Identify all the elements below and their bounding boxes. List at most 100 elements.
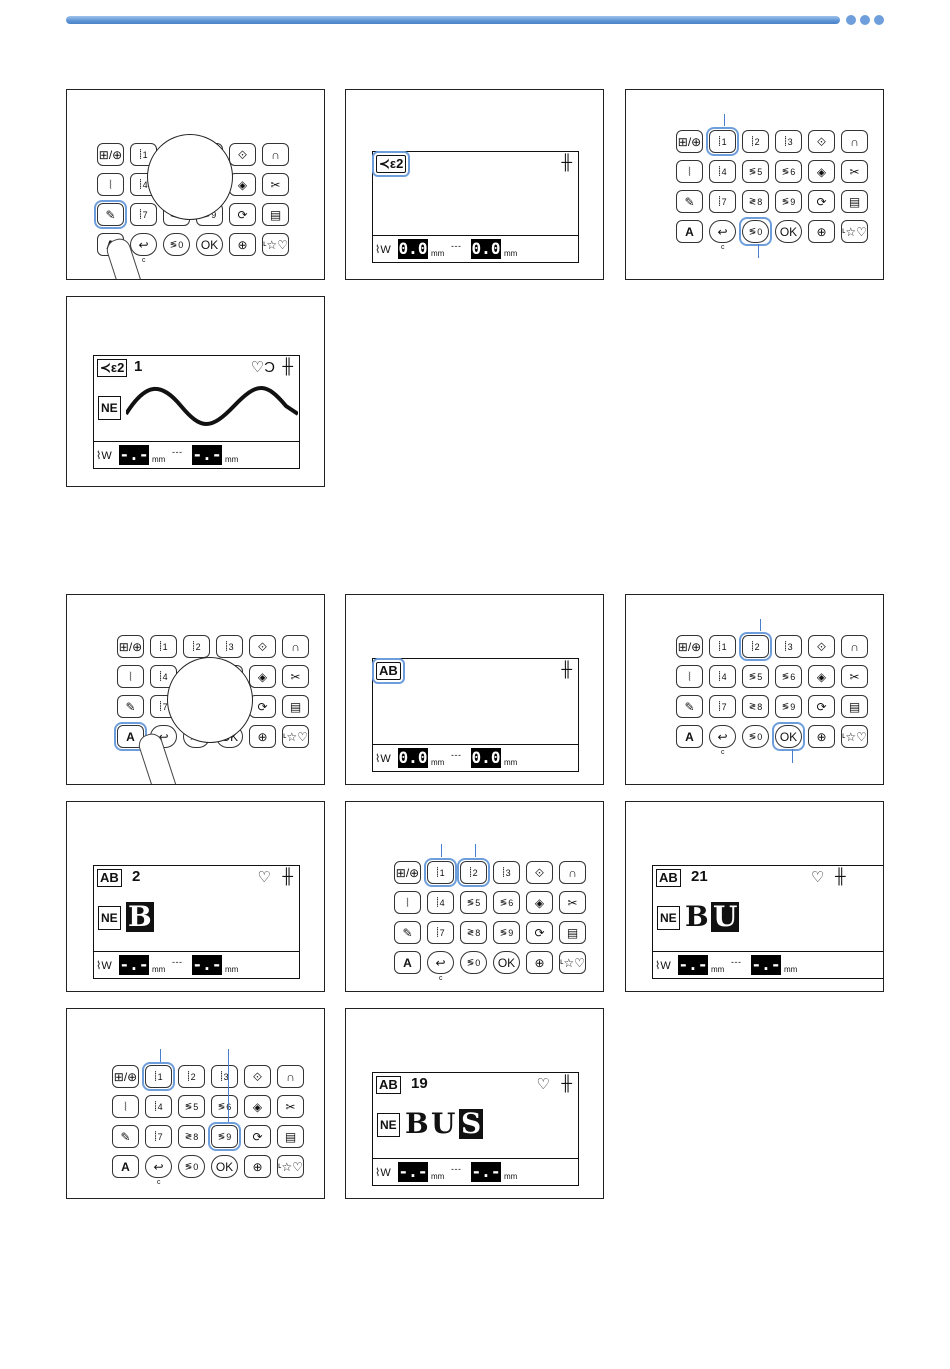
tie-key[interactable]: ⊕ bbox=[229, 233, 256, 256]
ok-key[interactable]: OK bbox=[196, 233, 223, 256]
key-2[interactable]: ⸽2 bbox=[739, 632, 772, 661]
key-1[interactable]: ⸽1 bbox=[709, 635, 736, 658]
key-6[interactable]: ≶6 bbox=[775, 160, 802, 183]
reverse-key[interactable]: ∩ bbox=[262, 143, 289, 166]
key-7[interactable]: ⸽7 bbox=[709, 190, 736, 213]
key-4[interactable]: ⸽4 bbox=[145, 1095, 172, 1118]
repeat-key[interactable]: ⟳ bbox=[808, 190, 835, 213]
key-4[interactable]: ⸽4 bbox=[709, 665, 736, 688]
needle-position-key[interactable]: ⟐ bbox=[808, 130, 835, 153]
list-key[interactable]: ▤ bbox=[277, 1125, 304, 1148]
stitch-key[interactable]: ⦚ bbox=[676, 665, 703, 688]
key-7[interactable]: ⸽7 bbox=[145, 1125, 172, 1148]
key-6[interactable]: ≶6 bbox=[493, 891, 520, 914]
repeat-key[interactable]: ⟳ bbox=[526, 921, 553, 944]
alpha-key[interactable]: A bbox=[112, 1155, 139, 1178]
scissors-key[interactable]: ✂ bbox=[559, 891, 586, 914]
key-0[interactable]: ≶0 bbox=[739, 217, 772, 246]
scissors-key[interactable]: ✂ bbox=[262, 173, 289, 196]
key-2[interactable]: ⸽2 bbox=[457, 858, 490, 887]
needle-position-key[interactable]: ⟐ bbox=[249, 635, 276, 658]
needle-position-key[interactable]: ⟐ bbox=[808, 635, 835, 658]
back-key[interactable]: ↩ bbox=[709, 220, 736, 243]
stitch-key[interactable]: ⦚ bbox=[97, 173, 124, 196]
stitch-key[interactable]: ⦚ bbox=[676, 160, 703, 183]
alpha-key[interactable]: A bbox=[676, 725, 703, 748]
needle-position-key[interactable]: ⟐ bbox=[229, 143, 256, 166]
list-key[interactable]: ▤ bbox=[559, 921, 586, 944]
ok-key[interactable]: OK bbox=[211, 1155, 238, 1178]
key-5[interactable]: ≶5 bbox=[742, 665, 769, 688]
memory-key[interactable]: ⊞/⊕ bbox=[97, 143, 124, 166]
repeat-key[interactable]: ⟳ bbox=[249, 695, 276, 718]
scissors-key[interactable]: ✂ bbox=[841, 160, 868, 183]
key-2[interactable]: ⸽2 bbox=[178, 1065, 205, 1088]
back-key[interactable]: ↩ bbox=[427, 951, 454, 974]
alpha-key[interactable]: A bbox=[394, 951, 421, 974]
key-8[interactable]: ≷8 bbox=[742, 190, 769, 213]
back-key[interactable]: ↩ bbox=[709, 725, 736, 748]
memory-key[interactable]: ⊞/⊕ bbox=[676, 635, 703, 658]
reverse-key[interactable]: ∩ bbox=[841, 635, 868, 658]
key-7[interactable]: ⸽7 bbox=[427, 921, 454, 944]
decorative-key[interactable]: ✎ bbox=[676, 695, 703, 718]
key-5[interactable]: ≶5 bbox=[178, 1095, 205, 1118]
memory-key[interactable]: ⊞/⊕ bbox=[394, 861, 421, 884]
stitch-key[interactable]: ⦚ bbox=[112, 1095, 139, 1118]
memory-key[interactable]: ⊞/⊕ bbox=[117, 635, 144, 658]
key-8[interactable]: ≷8 bbox=[460, 921, 487, 944]
key-8[interactable]: ≷8 bbox=[178, 1125, 205, 1148]
scissors-key[interactable]: ✂ bbox=[277, 1095, 304, 1118]
decorative-key[interactable]: ✎ bbox=[94, 200, 127, 229]
edit-key[interactable]: ◈ bbox=[808, 160, 835, 183]
needle-position-key[interactable]: ⟐ bbox=[244, 1065, 271, 1088]
tie-key[interactable]: ⊕ bbox=[526, 951, 553, 974]
ok-key[interactable]: OK bbox=[772, 722, 805, 751]
list-key[interactable]: ▤ bbox=[841, 695, 868, 718]
key-6[interactable]: ≶6 bbox=[211, 1095, 238, 1118]
key-8[interactable]: ≷8 bbox=[742, 695, 769, 718]
decorative-key[interactable]: ✎ bbox=[112, 1125, 139, 1148]
tie-key[interactable]: ⊕ bbox=[808, 220, 835, 243]
back-key[interactable]: ↩ bbox=[145, 1155, 172, 1178]
key-3[interactable]: ⸽3 bbox=[216, 635, 243, 658]
key-1[interactable]: ⸽1 bbox=[706, 127, 739, 156]
key-2[interactable]: ⸽2 bbox=[183, 635, 210, 658]
repeat-key[interactable]: ⟳ bbox=[808, 695, 835, 718]
needle-position-key[interactable]: ⟐ bbox=[526, 861, 553, 884]
key-4[interactable]: ⸽4 bbox=[427, 891, 454, 914]
key-7[interactable]: ⸽7 bbox=[709, 695, 736, 718]
key-9[interactable]: ≶9 bbox=[775, 695, 802, 718]
character-key[interactable]: ᶫ☆♡ bbox=[277, 1155, 304, 1178]
ok-key[interactable]: OK bbox=[775, 220, 802, 243]
key-0[interactable]: ≶0 bbox=[178, 1155, 205, 1178]
list-key[interactable]: ▤ bbox=[841, 190, 868, 213]
character-key[interactable]: ᶫ☆♡ bbox=[841, 220, 868, 243]
list-key[interactable]: ▤ bbox=[282, 695, 309, 718]
back-key[interactable]: ↩ bbox=[130, 233, 157, 256]
key-4[interactable]: ⸽4 bbox=[709, 160, 736, 183]
key-3[interactable]: ⸽3 bbox=[493, 861, 520, 884]
key-0[interactable]: ≶0 bbox=[163, 233, 190, 256]
key-3[interactable]: ⸽3 bbox=[775, 635, 802, 658]
key-1[interactable]: ⸽1 bbox=[142, 1062, 175, 1091]
decorative-key[interactable]: ✎ bbox=[676, 190, 703, 213]
reverse-key[interactable]: ∩ bbox=[277, 1065, 304, 1088]
repeat-key[interactable]: ⟳ bbox=[229, 203, 256, 226]
alpha-key[interactable]: A bbox=[676, 220, 703, 243]
tie-key[interactable]: ⊕ bbox=[808, 725, 835, 748]
character-key[interactable]: ᶫ☆♡ bbox=[282, 725, 309, 748]
stitch-key[interactable]: ⦚ bbox=[117, 665, 144, 688]
stitch-key[interactable]: ⦚ bbox=[394, 891, 421, 914]
key-5[interactable]: ≶5 bbox=[742, 160, 769, 183]
character-key[interactable]: ᶫ☆♡ bbox=[262, 233, 289, 256]
edit-key[interactable]: ◈ bbox=[526, 891, 553, 914]
tie-key[interactable]: ⊕ bbox=[249, 725, 276, 748]
character-key[interactable]: ᶫ☆♡ bbox=[559, 951, 586, 974]
memory-key[interactable]: ⊞/⊕ bbox=[676, 130, 703, 153]
key-2[interactable]: ⸽2 bbox=[742, 130, 769, 153]
key-6[interactable]: ≶6 bbox=[775, 665, 802, 688]
key-7[interactable]: ⸽7 bbox=[130, 203, 157, 226]
memory-key[interactable]: ⊞/⊕ bbox=[112, 1065, 139, 1088]
reverse-key[interactable]: ∩ bbox=[841, 130, 868, 153]
